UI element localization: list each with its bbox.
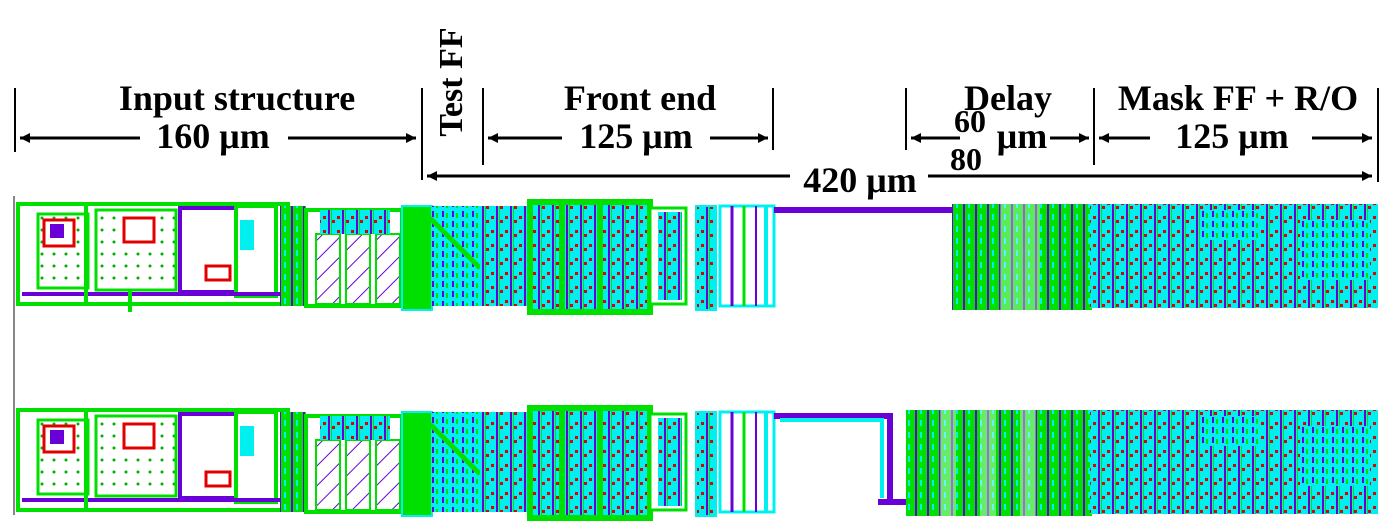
dimension-ticks [14, 88, 1379, 182]
test-ff-label: Test FF [433, 27, 470, 136]
front-end-width-label: 125 μm [579, 116, 692, 156]
delay-label: Delay [964, 78, 1052, 118]
mask-width-label: 125 μm [1175, 116, 1288, 156]
input-structure-label: Input structure [119, 78, 355, 118]
input-width-label: 160 μm [156, 116, 269, 156]
front-end-label: Front end [564, 78, 716, 118]
mask-ff-label: Mask FF + R/O [1118, 78, 1358, 118]
delay-unit-label: μm [997, 116, 1047, 156]
top-layout-row [16, 199, 1378, 315]
bottom-layout-row [16, 405, 1378, 521]
dimension-arrows [20, 133, 1372, 181]
total-width-label: 420 μm [803, 160, 916, 200]
delay-width-top-label: 60 [954, 103, 986, 139]
delay-width-bottom-label: 80 [950, 141, 982, 177]
